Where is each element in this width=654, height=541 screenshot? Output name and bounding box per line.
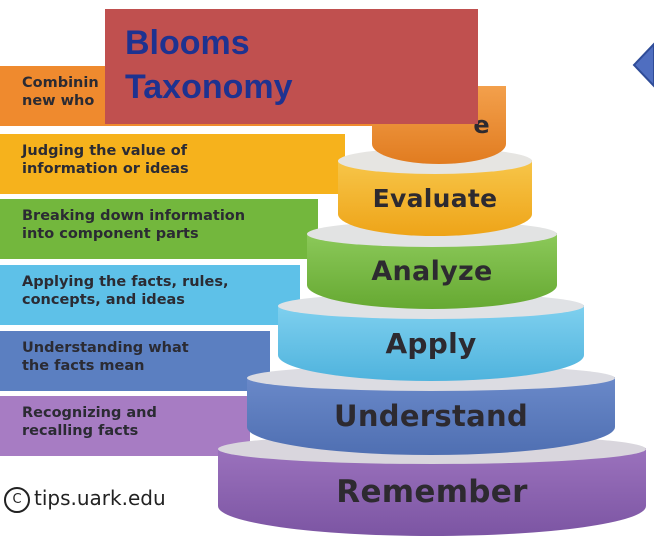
tier-remember: Remember bbox=[218, 434, 646, 536]
tier-apply-label: Apply bbox=[385, 326, 477, 360]
title-box: Blooms Taxonomy bbox=[105, 9, 478, 124]
band-remember: Recognizing and recalling facts bbox=[0, 396, 250, 456]
title-line2: Taxonomy bbox=[125, 68, 293, 106]
tier-evaluate: Evaluate bbox=[338, 148, 532, 236]
band-analyze-line1: Breaking down information bbox=[22, 208, 246, 224]
band-create-line1: Combinin bbox=[22, 75, 99, 91]
band-analyze: Breaking down information into component… bbox=[0, 199, 318, 259]
copyright-icon: C bbox=[4, 487, 30, 513]
title-line1: Blooms bbox=[125, 24, 250, 62]
tier-evaluate-label: Evaluate bbox=[372, 183, 498, 213]
tier-understand-label: Understand bbox=[333, 399, 529, 433]
tier-analyze: Analyze bbox=[307, 221, 557, 309]
band-apply-line1: Applying the facts, rules, bbox=[22, 274, 229, 290]
band-remember-line2: recalling facts bbox=[22, 423, 139, 439]
band-understand-line2: the facts mean bbox=[22, 358, 145, 374]
tier-remember-label: Remember bbox=[336, 474, 528, 510]
tier-apply: Apply bbox=[278, 293, 584, 381]
band-analyze-line2: into component parts bbox=[22, 226, 199, 242]
band-evaluate: Judging the value of information or idea… bbox=[0, 134, 345, 194]
band-understand: Understanding what the facts mean bbox=[0, 331, 270, 391]
band-create-line2: new who bbox=[22, 93, 95, 109]
band-understand-line1: Understanding what bbox=[22, 340, 189, 356]
credit-text: tips.uark.edu bbox=[34, 486, 166, 510]
band-remember-line1: Recognizing and bbox=[22, 405, 157, 421]
band-evaluate-line1: Judging the value of bbox=[22, 143, 188, 159]
band-evaluate-line2: information or ideas bbox=[22, 161, 189, 177]
chevron-left-icon[interactable] bbox=[632, 40, 654, 90]
tier-understand: Understand bbox=[247, 365, 615, 455]
band-apply: Applying the facts, rules, concepts, and… bbox=[0, 265, 300, 325]
tier-analyze-label: Analyze bbox=[371, 255, 493, 287]
band-apply-line2: concepts, and ideas bbox=[22, 292, 185, 308]
